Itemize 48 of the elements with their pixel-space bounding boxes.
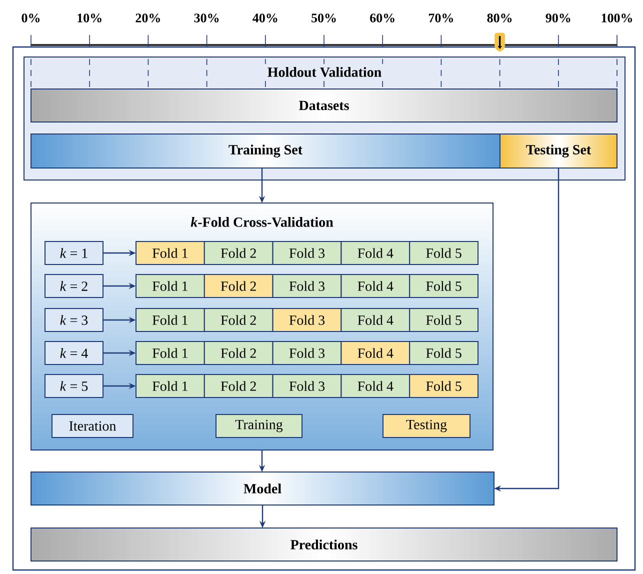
fold-cell: Fold 1 <box>136 241 205 265</box>
fold-cell: Fold 2 <box>204 341 274 365</box>
iteration-box: k = 3 <box>44 308 104 332</box>
fold-cell: Fold 4 <box>340 341 410 365</box>
fold-cell: Fold 3 <box>272 274 342 298</box>
ruler-label: 50% <box>312 14 336 22</box>
fold-cell: Fold 3 <box>272 374 342 398</box>
process-bar: Model <box>30 472 494 506</box>
fold-cell: Fold 1 <box>136 374 205 398</box>
iteration-box: k = 2 <box>44 274 104 298</box>
ruler-label: 40% <box>252 14 278 22</box>
fold-cell: Fold 5 <box>409 374 478 398</box>
iteration-box: k = 4 <box>44 341 104 365</box>
fold-cell: Fold 5 <box>409 308 478 332</box>
legend-key: Training <box>216 414 302 438</box>
data-bar: Datasets <box>30 88 618 122</box>
fold-cell: Fold 5 <box>409 274 478 298</box>
ruler-label: 0% <box>22 14 40 22</box>
fold-cell: Fold 2 <box>204 374 274 398</box>
fold-cell: Fold 4 <box>340 274 410 298</box>
testing-set-bar: Testing Set <box>500 134 618 168</box>
fold-cell: Fold 3 <box>272 341 342 365</box>
ruler-label: 30% <box>194 14 219 22</box>
fold-cell: Fold 1 <box>136 274 205 298</box>
fold-cell: Fold 3 <box>272 308 342 332</box>
fold-cell: Fold 2 <box>204 274 274 298</box>
iteration-box: k = 5 <box>44 374 104 398</box>
data-bar: Predictions <box>30 528 618 562</box>
legend-key: Testing <box>382 414 470 438</box>
fold-cell: Fold 2 <box>204 308 274 332</box>
fold-cell: Fold 1 <box>136 341 205 365</box>
fold-cell: Fold 4 <box>340 241 410 265</box>
fold-cell: Fold 3 <box>272 241 342 265</box>
ruler-label: 10% <box>78 14 102 22</box>
fold-cell: Fold 5 <box>409 241 478 265</box>
fold-cell: Fold 1 <box>136 308 205 332</box>
ruler-label: 80% <box>487 14 512 22</box>
iteration-box: k = 1 <box>44 241 104 265</box>
fold-cell: Fold 4 <box>340 374 410 398</box>
ruler-label: 60% <box>370 14 394 22</box>
ruler-label: 90% <box>546 14 570 22</box>
fold-cell: Fold 4 <box>340 308 410 332</box>
ruler-label: 100% <box>602 14 632 22</box>
legend-key: Iteration <box>52 414 134 438</box>
ruler-label: 20% <box>136 14 160 22</box>
ruler-label: 70% <box>428 14 453 22</box>
fold-cell: Fold 2 <box>204 241 274 265</box>
fold-cell: Fold 5 <box>409 341 478 365</box>
